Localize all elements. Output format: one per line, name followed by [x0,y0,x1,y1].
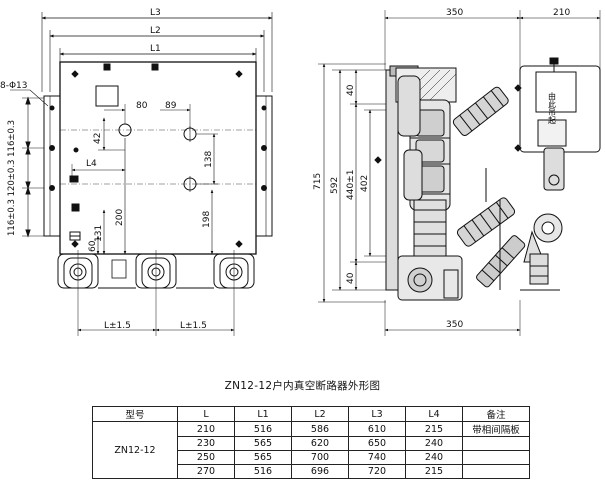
cell-remark [462,450,530,465]
cell-L2: 700 [291,450,349,465]
front-panel [59,61,257,255]
side-view [318,10,601,336]
dim-42: 42 [93,133,103,144]
dim-L-pm-1: L±1.5 [104,321,131,331]
col-L3: L3 [348,406,406,422]
dim-80: 80 [136,101,148,111]
col-remark: 备注 [462,406,530,422]
cell-L3: 720 [348,464,406,479]
cell-L3: 740 [348,450,406,465]
dim-40-top: 40 [346,84,356,96]
cell-remark [462,436,530,451]
cell-L2: 620 [291,436,349,451]
col-model: 型号 [92,406,178,422]
cell-L4: 240 [405,436,463,451]
dim-left-stack: 116±0.3 120±0.3 116±0.3 [7,120,17,236]
cell-L4: 215 [405,464,463,479]
mounting-frame [385,69,399,291]
col-L: L [177,406,235,422]
dim-L2: L2 [150,26,161,36]
figure-caption: ZN12-12户内真空断路器外形图 [224,380,381,392]
dim-L-pm-2: L±1.5 [180,321,207,331]
cell-remark [462,464,530,479]
cell-L2: 586 [291,421,349,437]
dim-L1: L1 [150,44,161,54]
dim-200: 200 [115,209,125,226]
cell-L1: 565 [234,450,292,465]
cell-L1: 565 [234,436,292,451]
dim-402: 402 [360,175,370,192]
dim-210: 210 [553,8,570,18]
outline-drawing: L3 L2 L1 8-Φ13 80 89 42 138 L4 200 198 1… [0,8,601,336]
table-header-row: 型号 L L1 L2 L3 L4 备注 [92,406,530,422]
front-view [10,12,273,336]
upper-bushing [452,86,509,137]
cell-L: 270 [177,464,235,479]
dim-350-bottom: 350 [446,320,463,330]
dim-L4: L4 [86,159,97,169]
table-row: 270 516 696 720 215 [93,464,530,479]
cell-L: 230 [177,436,235,451]
dim-89: 89 [165,101,177,111]
dim-350-top: 350 [446,8,463,18]
dim-131: 131 [94,225,104,242]
right-rail [255,95,273,237]
cell-L4: 240 [405,450,463,465]
dim-holes: 8-Φ13 [0,81,28,91]
cell-L: 210 [177,421,235,437]
dim-40-bottom: 40 [346,272,356,284]
dim-198: 198 [202,211,212,228]
cell-L2: 696 [291,464,349,479]
inspection-window [95,85,119,107]
cell-L3: 650 [348,436,406,451]
col-L4: L4 [405,406,463,422]
dimension-table: 型号 L L1 L2 L3 L4 备注 ZN12-12 210 516 586 … [92,406,530,479]
cell-L1: 516 [234,421,292,437]
cell-L: 250 [177,450,235,465]
lower-bushing [456,197,516,247]
dim-592: 592 [330,177,340,194]
dim-715: 715 [313,173,323,190]
dim-138: 138 [204,151,214,168]
dim-60: 60 [88,240,98,252]
cell-L1: 516 [234,464,292,479]
dim-L3: L3 [150,8,161,18]
bottom-arrester [476,235,526,288]
model-cell: ZN12-12 [92,421,178,479]
col-L1: L1 [234,406,292,422]
col-L2: L2 [291,406,349,422]
dim-440: 440±1 [346,170,356,200]
lifting-label: 由此吊起 [548,91,557,125]
cell-L4: 215 [405,421,463,437]
cell-L3: 610 [348,421,406,437]
cell-remark: 带相间隔板 [462,421,530,437]
left-rail [43,95,61,237]
table-row: ZN12-12 210 516 586 610 215 带相间隔板 [92,421,530,479]
